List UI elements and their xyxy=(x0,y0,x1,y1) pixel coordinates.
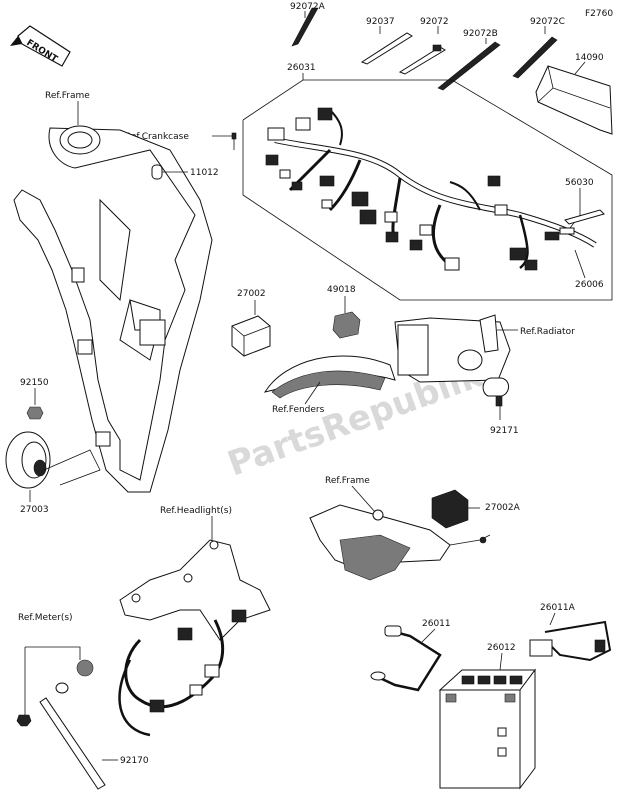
callout-92150: 92150 xyxy=(20,378,49,388)
washer xyxy=(55,682,69,694)
band-92037 xyxy=(360,26,413,65)
ref-meter: Ref.Meter(s) xyxy=(18,613,73,623)
cable-tie-92072C xyxy=(512,26,558,79)
ref-crankcase: Ref.Crankcase xyxy=(125,132,189,142)
clamp-92171 xyxy=(482,377,509,407)
callout-92072C: 92072C xyxy=(530,17,565,27)
ref-fenders: Ref.Fenders xyxy=(272,405,325,415)
callout-14090: 14090 xyxy=(575,53,604,63)
ref-frame-mid: Ref.Frame xyxy=(325,476,370,486)
main-wiring-harness-26031 xyxy=(265,107,597,271)
fender-ref xyxy=(263,355,396,399)
callout-92171: 92171 xyxy=(490,426,519,436)
callout-92072A: 92072A xyxy=(290,2,326,12)
callout-92072B: 92072B xyxy=(463,29,498,39)
figure-code: F2760 xyxy=(585,9,613,19)
bolt-92150 xyxy=(26,406,44,420)
callout-56030: 56030 xyxy=(565,178,594,188)
screw xyxy=(16,714,32,727)
callout-27002A: 27002A xyxy=(485,503,521,513)
frame-bracket-ref xyxy=(309,504,491,581)
fitting-11012 xyxy=(151,164,188,180)
band-92170 xyxy=(39,697,106,790)
horn-27003 xyxy=(5,431,101,489)
battery-cable-26011A xyxy=(529,620,612,662)
headlight-bracket-ref xyxy=(119,539,271,641)
callout-49018: 49018 xyxy=(327,285,356,295)
callout-26011: 26011 xyxy=(422,619,451,629)
battery-26012 xyxy=(438,668,536,790)
relay-27002 xyxy=(231,315,271,357)
crankcase-bolt-icon xyxy=(231,132,237,150)
part-49018 xyxy=(332,311,361,339)
front-arrow-icon: FRONT xyxy=(10,25,71,67)
callout-27002: 27002 xyxy=(237,289,266,299)
battery-cable-26011 xyxy=(370,625,442,692)
callout-92037: 92037 xyxy=(366,17,395,27)
ref-frame-top: Ref.Frame xyxy=(45,91,90,101)
callout-26011A: 26011A xyxy=(540,603,576,613)
radiator-ref xyxy=(394,314,511,383)
ref-radiator: Ref.Radiator xyxy=(520,327,575,337)
callout-26006: 26006 xyxy=(575,280,604,290)
callout-26012: 26012 xyxy=(487,643,516,653)
callout-26031: 26031 xyxy=(287,63,316,73)
harness-box-outline xyxy=(242,79,613,301)
headlight-wire-harness xyxy=(118,609,247,737)
frame-body xyxy=(13,125,213,493)
cable-tie-92072B xyxy=(437,38,501,91)
relay-27002A xyxy=(431,489,480,529)
callout-11012: 11012 xyxy=(190,168,219,178)
ref-headlight: Ref.Headlight(s) xyxy=(160,506,232,516)
grommet xyxy=(76,659,94,677)
callout-92072: 92072 xyxy=(420,17,449,27)
callout-92170: 92170 xyxy=(120,756,149,766)
cover-14090 xyxy=(535,61,613,135)
band-92072 xyxy=(398,26,446,75)
relay-56030 xyxy=(564,209,605,225)
cable-tie-92072A xyxy=(291,7,319,47)
callout-27003: 27003 xyxy=(20,505,49,515)
